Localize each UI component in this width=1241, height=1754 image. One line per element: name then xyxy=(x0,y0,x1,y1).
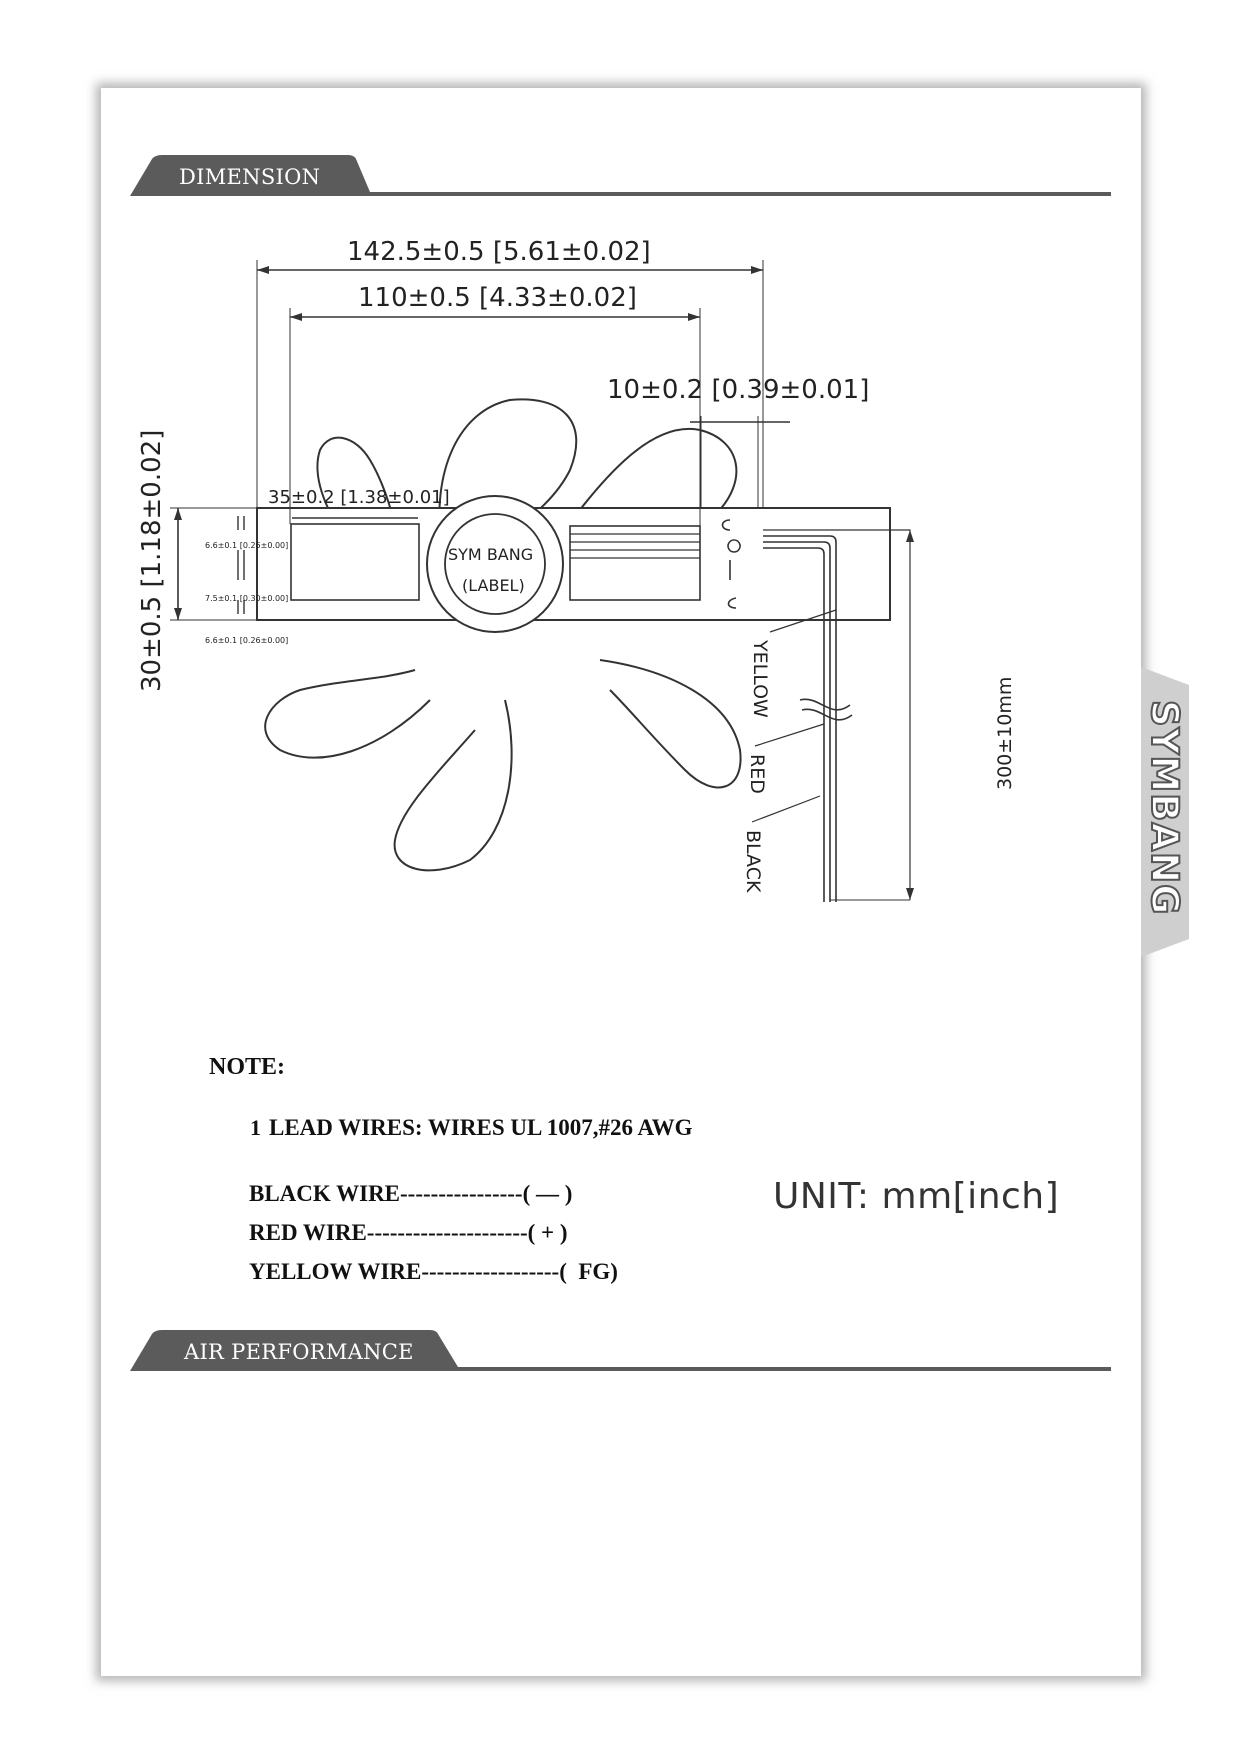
dim-small-2: 7.5±0.1 [0.30±0.00] xyxy=(205,594,288,603)
dim-lead-length: 300±10mm xyxy=(994,677,1016,790)
fan-blades xyxy=(264,398,742,872)
lead-wires-text: LEAD WIRES: WIRES UL 1007,#26 AWG xyxy=(269,1115,693,1140)
dim-hole-spacing: 110±0.5 [4.33±0.02] xyxy=(358,283,637,313)
brand-logo-text: SYMBANG xyxy=(1142,699,1187,916)
dim-height: 30±0.5 [1.18±0.02] xyxy=(137,430,167,692)
notes-title: NOTE: xyxy=(209,1054,286,1080)
dim-end-width: 10±0.2 [0.39±0.01] xyxy=(607,375,869,405)
header-tab-shape xyxy=(130,1330,1111,1371)
left-slot xyxy=(290,523,420,601)
header-tab-shape xyxy=(130,155,1111,196)
label-line-1: SYM BANG xyxy=(448,545,533,564)
dim-small-3: 6.6±0.1 [0.26±0.00] xyxy=(205,636,288,645)
wire-label-black: BLACK xyxy=(742,830,764,893)
dim-overall-length: 142.5±0.5 [5.61±0.02] xyxy=(347,237,651,267)
black-wire-note: BLACK WIRE----------------( — ) xyxy=(249,1181,573,1206)
dim-slot-length: 35±0.2 [1.38±0.01] xyxy=(268,487,450,508)
label-line-2: (LABEL) xyxy=(462,576,525,595)
note-number: 1 xyxy=(250,1115,261,1140)
notes-block: NOTE: 1 LEAD WIRES: WIRES UL 1007,#26 AWG… xyxy=(209,1054,692,1298)
unit-label: UNIT: mm[inch] xyxy=(773,1176,1060,1217)
yellow-wire-note: YELLOW WIRE------------------( FG) xyxy=(249,1259,618,1284)
dim-small-1: 6.6±0.1 [0.26±0.00] xyxy=(205,541,288,550)
section-title-dimension: DIMENSION xyxy=(179,165,321,189)
lead-wires-note: 1 LEAD WIRES: WIRES UL 1007,#26 AWG xyxy=(227,1089,692,1167)
fan-dimension-drawing: 142.5±0.5 [5.61±0.02] 110±0.5 [4.33±0.02… xyxy=(137,237,1016,902)
section-header-air-performance: AIR PERFORMANCE xyxy=(130,1330,1111,1374)
section-title-air-performance: AIR PERFORMANCE xyxy=(184,1340,414,1364)
right-slot xyxy=(569,525,701,601)
section-header-dimension: DIMENSION xyxy=(130,155,1111,199)
label-circle xyxy=(444,513,546,615)
brand-side-tab xyxy=(1141,667,1189,957)
red-wire-note: RED WIRE---------------------( + ) xyxy=(249,1220,568,1245)
wire-label-yellow: YELLOW xyxy=(749,639,771,718)
wire-label-red: RED xyxy=(746,754,768,794)
spec-sheet xyxy=(101,88,1141,1676)
